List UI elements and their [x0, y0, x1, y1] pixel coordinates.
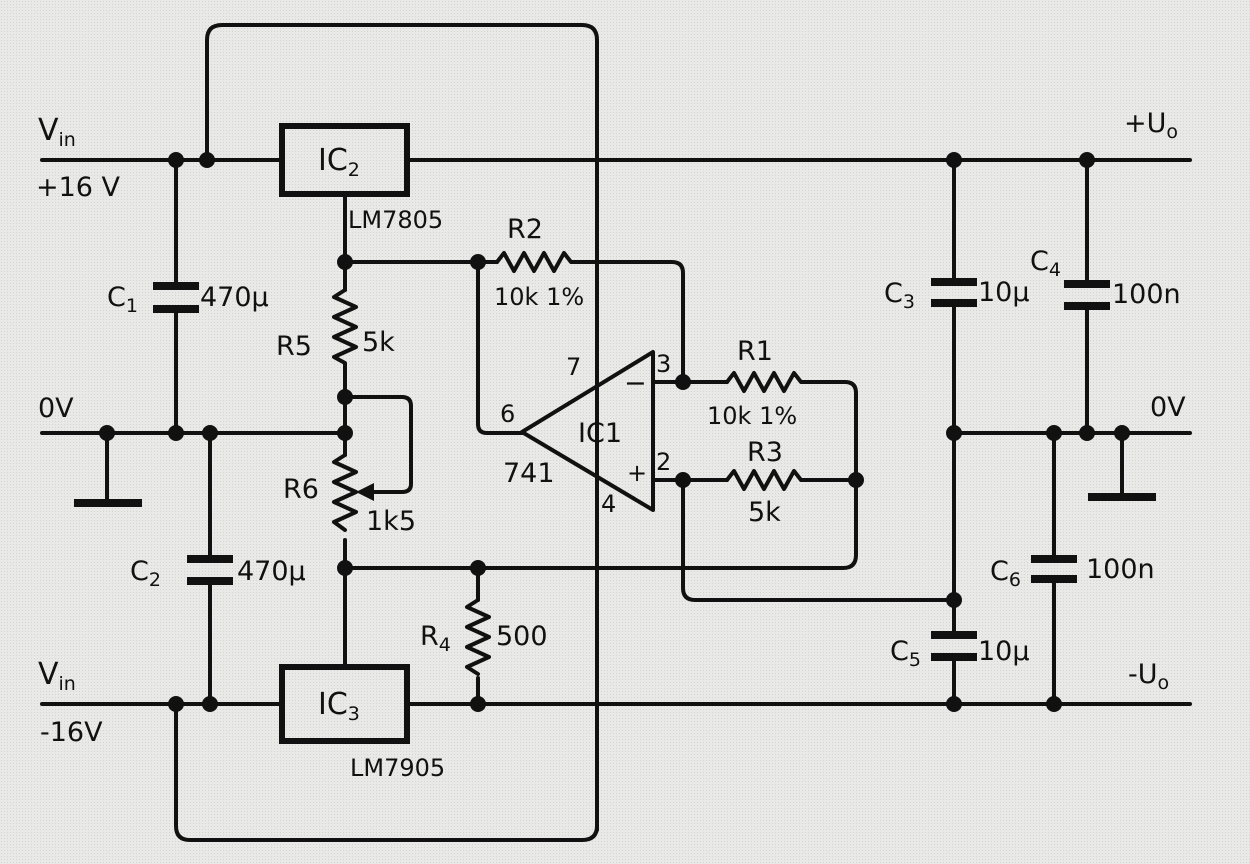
wire-top-loop: [205, 23, 599, 832]
r6-value: 1k5: [366, 506, 416, 537]
r4-name: R4: [420, 621, 451, 656]
c6-value: 100n: [1086, 554, 1155, 585]
ic1-pin-2: 2: [656, 448, 671, 476]
c3-name: C3: [884, 278, 915, 313]
c4-name: C4: [1030, 246, 1061, 281]
ic2-box: [279, 123, 410, 197]
wire-noninv-down: [681, 478, 956, 602]
ic1-pin-7: 7: [566, 353, 581, 381]
r1-name: R1: [737, 336, 773, 367]
vin-pos-value: +16 V: [36, 172, 121, 203]
ic3-name: IC3: [318, 687, 360, 725]
r1-symbol: [725, 371, 811, 393]
out-neg-label: -Uo: [1128, 659, 1169, 694]
c3-symbol: [931, 278, 977, 307]
ic1-part: 741: [503, 458, 555, 489]
r5-name: R5: [276, 331, 312, 362]
wire-r2-right: [576, 260, 685, 384]
c2-name: C2: [130, 556, 161, 591]
zero-left-label: 0V: [38, 393, 74, 424]
c6-name: C6: [990, 556, 1021, 591]
c4-value: 100n: [1112, 279, 1181, 310]
r5-symbol: [332, 288, 358, 372]
wire-ic1-out: [476, 260, 524, 435]
zero-right-label: 0V: [1150, 392, 1186, 423]
c5-name: C5: [890, 636, 921, 671]
r6-wiper-arrow: [356, 483, 374, 501]
vin-neg-value: -16V: [40, 717, 103, 748]
r5-value: 5k: [362, 327, 395, 358]
ic1-plus-sign: +: [627, 459, 647, 487]
ic1-pin-6: 6: [500, 400, 515, 428]
c4-symbol: [1064, 280, 1110, 310]
ic1-pin-3: 3: [656, 350, 671, 378]
ic2-name: IC2: [318, 143, 360, 181]
ic3-part: LM7905: [350, 754, 445, 782]
ic1-name: IC1: [578, 418, 622, 449]
c2-value: 470µ: [237, 556, 306, 587]
r4-symbol: [465, 598, 491, 676]
junction-dots: [99, 152, 1130, 712]
vin-pos-label: Vin: [38, 113, 76, 151]
ic3-box: [279, 664, 410, 744]
wire-bottom-loop: [174, 702, 599, 842]
r3-symbol: [725, 469, 811, 491]
r1-value: 10k 1%: [707, 402, 797, 430]
r2-symbol: [495, 251, 580, 273]
vin-neg-label: Vin: [38, 657, 76, 695]
r6-name: R6: [283, 474, 319, 505]
c1-value: 470µ: [200, 282, 269, 313]
c5-symbol: [931, 631, 977, 661]
r3-value: 5k: [748, 497, 781, 528]
r3-name: R3: [747, 437, 783, 468]
r2-value: 10k 1%: [494, 283, 584, 311]
ic1-opamp-triangle: [520, 350, 655, 512]
c5-value: 10µ: [978, 636, 1030, 667]
r6-symbol: [332, 453, 358, 532]
c1-name: C1: [107, 282, 138, 317]
r2-name: R2: [507, 214, 543, 245]
c3-value: 10µ: [978, 277, 1030, 308]
c2-symbol: [187, 555, 233, 585]
ic2-part: LM7805: [348, 206, 443, 234]
wire-r6-wiper: [343, 395, 413, 494]
c6-symbol: [1031, 555, 1077, 583]
out-pos-label: +Uo: [1124, 108, 1178, 143]
c1-symbol: [153, 282, 199, 313]
ic1-minus-sign: −: [624, 368, 647, 399]
ic1-pin-4: 4: [601, 490, 616, 518]
r4-value: 500: [496, 621, 548, 652]
